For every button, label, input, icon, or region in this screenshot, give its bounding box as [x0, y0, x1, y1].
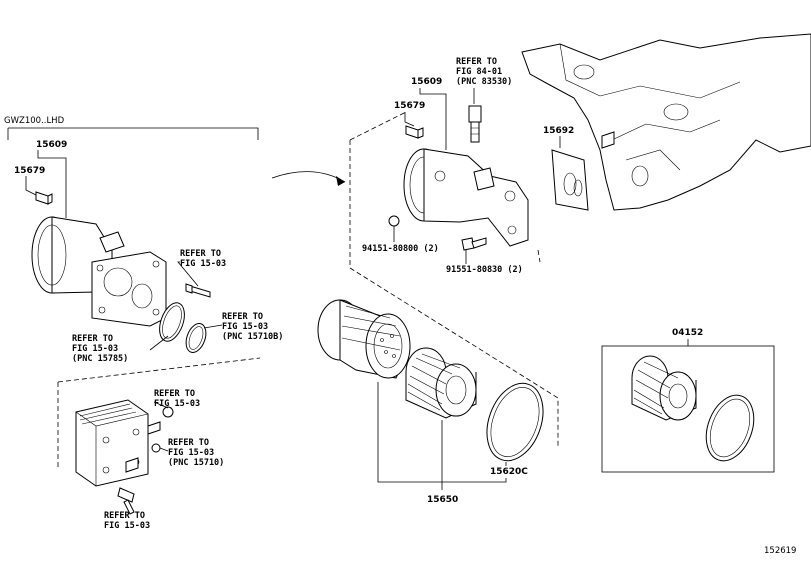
nut-icon-top — [388, 215, 400, 227]
arrow-head — [336, 176, 345, 186]
refer-left-c: REFER TO FIG 15-03 (PNC 15785) — [72, 334, 128, 364]
svg-text:FIG 15-03: FIG 15-03 — [180, 259, 226, 269]
svg-text:REFER TO: REFER TO — [154, 389, 195, 399]
refer-left-b: REFER TO FIG 15-03 (PNC 15710B) — [222, 312, 283, 342]
oil-cooler — [75, 399, 161, 487]
label-15679-left: 15679 — [14, 166, 45, 176]
refer-cooler-c: REFER TO FIG 15-03 — [104, 511, 150, 531]
svg-text:FIG 15-03: FIG 15-03 — [154, 399, 200, 409]
svg-text:REFER TO: REFER TO — [180, 249, 221, 259]
oil-filter-cap — [317, 299, 411, 379]
bolt-icon-cooler — [117, 487, 135, 515]
svg-text:(PNC 15785): (PNC 15785) — [72, 354, 128, 364]
clip-icon-top — [405, 125, 424, 139]
bolt-icon-top — [461, 237, 487, 251]
svg-text:REFER TO: REFER TO — [456, 57, 497, 67]
oil-filter-bracket-top — [403, 148, 529, 247]
variant-bracket — [8, 127, 259, 140]
label-15609-left: 15609 — [36, 140, 67, 150]
figure-code: 152619 — [764, 546, 796, 556]
svg-text:(PNC 83530): (PNC 83530) — [456, 77, 512, 87]
refer-cooler-b: REFER TO FIG 15-03 (PNC 15710) — [168, 438, 224, 468]
bolt-icon-left — [185, 283, 211, 298]
bolt-label-a: 94151-80800 (2) — [362, 244, 439, 254]
label-15650: 15650 — [427, 495, 458, 505]
svg-text:REFER TO: REFER TO — [104, 511, 145, 521]
svg-text:(PNC 15710B): (PNC 15710B) — [222, 332, 283, 342]
o-ring-filter — [486, 382, 544, 462]
svg-text:FIG 15-03: FIG 15-03 — [168, 448, 214, 458]
oil-filter-bracket-left — [31, 216, 167, 327]
kit-box — [601, 345, 775, 473]
curved-arrow — [271, 171, 346, 183]
o-ring-left-b — [185, 323, 207, 353]
svg-text:REFER TO: REFER TO — [222, 312, 263, 322]
label-15609-top: 15609 — [411, 77, 442, 87]
label-15692: 15692 — [543, 126, 574, 136]
seal-cooler-b — [151, 443, 161, 453]
clip-icon-left — [35, 191, 53, 205]
label-15679-top: 15679 — [394, 101, 425, 111]
svg-text:FIG 15-03: FIG 15-03 — [72, 344, 118, 354]
label-15620c: 15620C — [490, 467, 528, 477]
svg-text:FIG 84-01: FIG 84-01 — [456, 67, 502, 77]
engine-block — [521, 33, 811, 211]
bolt-label-b: 91551-80830 (2) — [446, 265, 523, 275]
label-04152: 04152 — [672, 328, 703, 338]
svg-text:REFER TO: REFER TO — [72, 334, 113, 344]
refer-cooler-a: REFER TO FIG 15-03 — [154, 389, 200, 409]
gasket-icon — [551, 149, 589, 211]
oil-pressure-switch — [468, 105, 482, 143]
kit-filter-element — [631, 355, 697, 421]
refer-top-switch: REFER TO FIG 84-01 (PNC 83530) — [456, 57, 512, 87]
svg-text:FIG 15-03: FIG 15-03 — [104, 521, 150, 531]
svg-text:(PNC 15710): (PNC 15710) — [168, 458, 224, 468]
o-ring-left-a — [159, 302, 185, 342]
oil-filter-element — [405, 347, 477, 419]
svg-text:REFER TO: REFER TO — [168, 438, 209, 448]
seal-cooler-a — [162, 406, 174, 418]
variant-label: GWZ100..LHD — [4, 116, 65, 126]
svg-text:FIG 15-03: FIG 15-03 — [222, 322, 268, 332]
refer-left-a: REFER TO FIG 15-03 — [180, 249, 226, 269]
